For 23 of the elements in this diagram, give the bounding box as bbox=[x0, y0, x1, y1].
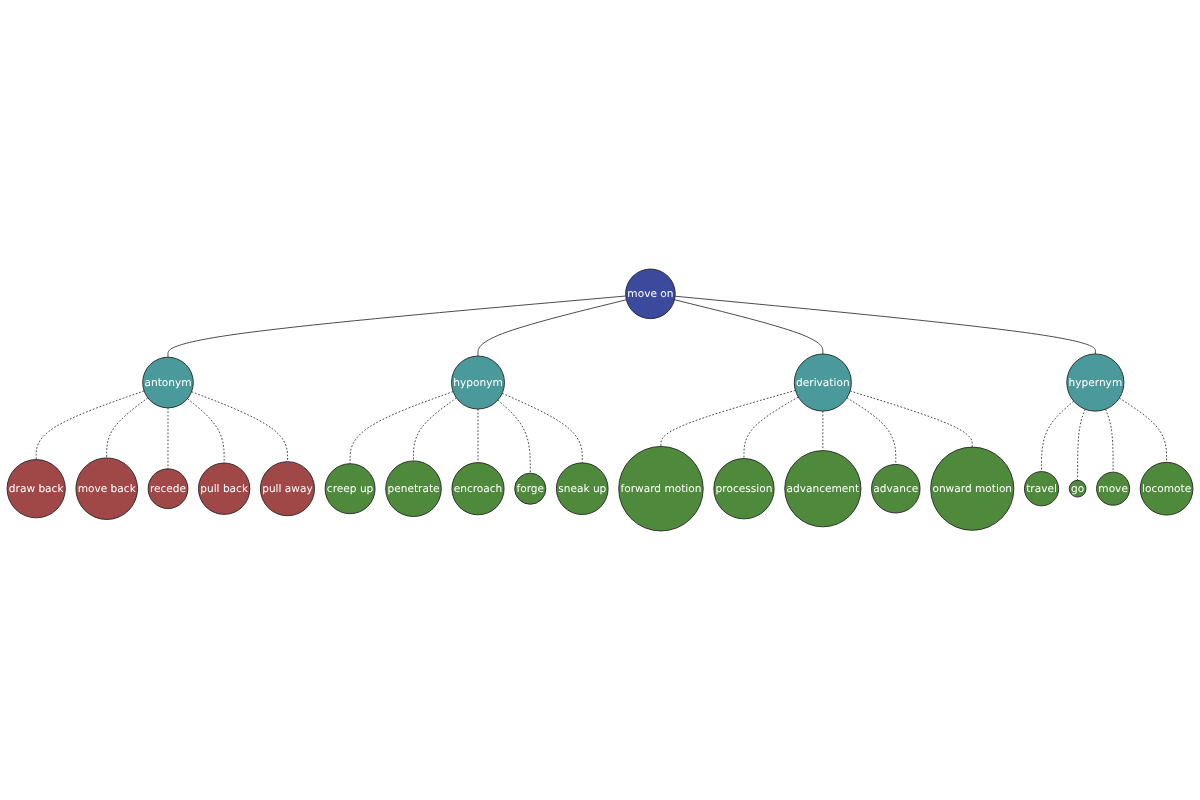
connector bbox=[167, 407, 169, 470]
connector bbox=[191, 391, 288, 463]
connector bbox=[849, 390, 973, 448]
connector bbox=[1077, 408, 1086, 481]
connector bbox=[846, 397, 897, 465]
connector bbox=[1105, 408, 1114, 473]
connector bbox=[413, 397, 457, 462]
connector bbox=[743, 396, 799, 459]
connector bbox=[106, 397, 149, 459]
connector bbox=[35, 390, 145, 460]
connector bbox=[674, 295, 1096, 355]
connector bbox=[1041, 400, 1075, 472]
connector bbox=[1118, 397, 1168, 463]
connector bbox=[187, 398, 225, 464]
connector bbox=[167, 295, 627, 358]
connector bbox=[477, 299, 627, 357]
connector bbox=[497, 399, 531, 474]
connector bbox=[660, 389, 796, 447]
connector bbox=[674, 299, 824, 355]
connector bbox=[477, 408, 479, 464]
connector bbox=[501, 392, 583, 464]
connector bbox=[822, 410, 824, 452]
connector bbox=[349, 391, 454, 465]
